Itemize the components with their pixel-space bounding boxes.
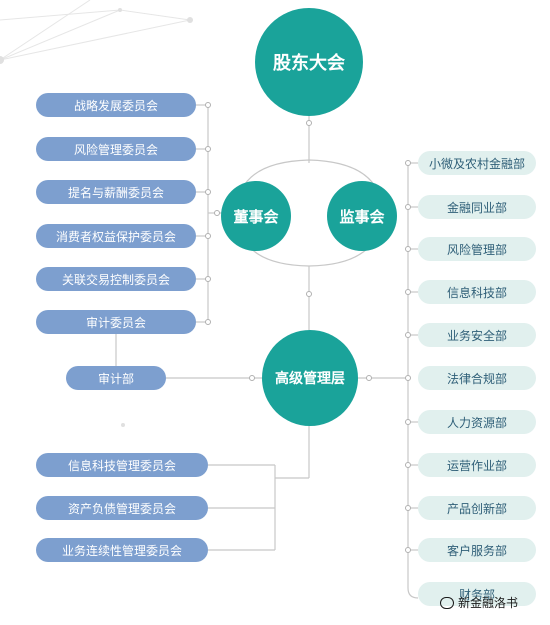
decorative-network: [0, 0, 191, 61]
connector-dots: [205, 102, 411, 553]
department-operations: 运营作业部: [418, 453, 536, 477]
watermark: 新金融洛书: [440, 594, 518, 611]
mgmt-committee-it: 信息科技管理委员会: [36, 453, 208, 477]
department-product-innovation: 产品创新部: [418, 496, 536, 520]
shareholders-node: 股东大会: [255, 8, 363, 116]
connectors: [115, 104, 419, 599]
board-committee-related-party: 关联交易控制委员会: [36, 267, 196, 291]
department-hr: 人力资源部: [418, 410, 536, 434]
audit-department: 审计部: [66, 366, 166, 390]
department-legal: 法律合规部: [418, 366, 536, 390]
mgmt-committee-alm: 资产负债管理委员会: [36, 496, 208, 520]
department-interbank: 金融同业部: [418, 195, 536, 219]
board-committee-risk: 风险管理委员会: [36, 137, 196, 161]
supervisors-node: 监事会: [327, 181, 397, 251]
department-finance: 财务部: [418, 582, 536, 606]
department-small-rural-finance: 小微及农村金融部: [418, 151, 536, 175]
department-risk: 风险管理部: [418, 237, 536, 261]
board-committee-audit: 审计委员会: [36, 310, 196, 334]
department-customer-service: 客户服务部: [418, 538, 536, 562]
department-it: 信息科技部: [418, 280, 536, 304]
decorative-dots: [0, 8, 193, 427]
mgmt-committee-bcm: 业务连续性管理委员会: [36, 538, 208, 562]
board-committee-consumer: 消费者权益保护委员会: [36, 224, 196, 248]
management-node: 高级管理层: [262, 330, 358, 426]
board-committee-nomination: 提名与薪酬委员会: [36, 180, 196, 204]
board-node: 董事会: [221, 181, 291, 251]
chat-bubble-icon: [440, 596, 454, 609]
department-security: 业务安全部: [418, 323, 536, 347]
watermark-text: 新金融洛书: [458, 596, 519, 610]
board-committee-strategy: 战略发展委员会: [36, 93, 196, 117]
